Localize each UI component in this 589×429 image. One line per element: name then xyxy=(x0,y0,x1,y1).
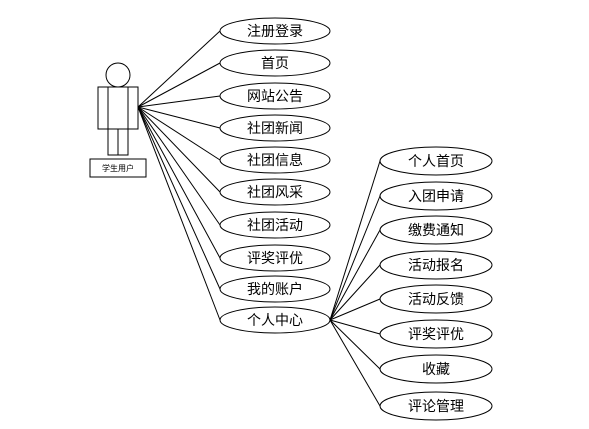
use-case-personal-2-label: 入团申请 xyxy=(408,189,464,205)
use-case-main-1-label: 注册登录 xyxy=(247,24,303,40)
use-case-personal-2-ellipse xyxy=(379,181,493,211)
use-case-main-7-ellipse xyxy=(219,211,331,239)
use-case-personal-5-ellipse xyxy=(379,284,493,314)
actor-body xyxy=(107,86,129,130)
use-case-main-4-ellipse xyxy=(219,114,331,142)
use-case-personal-4-label: 活动报名 xyxy=(408,258,464,274)
actor-to-usecase-line xyxy=(137,95,221,108)
use-case-main-3-label: 网站公告 xyxy=(247,89,303,105)
personal-center-to-subcase-line xyxy=(329,195,381,321)
use-case-main-9: 我的账户 xyxy=(219,275,331,303)
actor-to-usecase-line xyxy=(137,106,221,259)
use-case-main-2-ellipse xyxy=(219,49,331,77)
use-case-main-1: 注册登录 xyxy=(219,17,331,45)
personal-center-to-subcase-line xyxy=(329,319,381,335)
actor-right-arm xyxy=(127,86,139,130)
use-case-personal-4: 活动报名 xyxy=(379,250,493,280)
use-case-main-9-ellipse xyxy=(219,275,331,303)
use-case-main-8-ellipse xyxy=(219,244,331,272)
use-case-main-1-ellipse xyxy=(219,17,331,45)
use-case-personal-7-label: 收藏 xyxy=(422,362,450,378)
use-case-main-2: 首页 xyxy=(219,49,331,77)
use-case-personal-5: 活动反馈 xyxy=(379,284,493,314)
actor-to-usecase-line xyxy=(137,106,221,290)
actor-right-leg xyxy=(117,128,129,156)
actor-student-user: 学生用户 xyxy=(89,62,147,178)
use-case-main-3-ellipse xyxy=(219,82,331,110)
actor-label: 学生用户 xyxy=(102,163,134,173)
use-case-personal-3-ellipse xyxy=(379,215,493,245)
use-case-main-7-label: 社团活动 xyxy=(247,218,303,234)
use-case-main-4: 社团新闻 xyxy=(219,114,331,142)
use-case-personal-6-label: 评奖评优 xyxy=(408,326,464,343)
use-case-main-5: 社团信息 xyxy=(219,146,331,174)
actor-left-leg xyxy=(107,128,119,156)
use-case-main-10-label: 个人中心 xyxy=(247,313,303,329)
personal-center-to-subcase-line xyxy=(329,319,381,370)
actor-to-usecase-line xyxy=(137,106,221,226)
use-case-personal-5-label: 活动反馈 xyxy=(408,292,464,308)
use-case-personal-2: 入团申请 xyxy=(379,181,493,211)
use-case-personal-7-ellipse xyxy=(379,354,493,384)
use-case-main-6: 社团风采 xyxy=(219,178,331,206)
use-case-main-10-ellipse xyxy=(219,306,331,334)
use-case-personal-8: 评论管理 xyxy=(379,391,493,421)
use-case-main-7: 社团活动 xyxy=(219,211,331,239)
use-case-main-5-ellipse xyxy=(219,146,331,174)
use-case-personal-1: 个人首页 xyxy=(379,146,493,176)
use-case-personal-8-ellipse xyxy=(379,391,493,421)
use-case-main-8: 评奖评优 xyxy=(219,244,331,272)
actor-to-usecase-line xyxy=(137,106,221,193)
use-case-main-5-label: 社团信息 xyxy=(247,152,303,169)
use-case-main-4-label: 社团新闻 xyxy=(247,121,303,137)
use-case-personal-6: 评奖评优 xyxy=(379,319,493,349)
use-case-personal-7: 收藏 xyxy=(379,354,493,384)
personal-center-to-subcase-line xyxy=(329,229,381,321)
personal-center-to-subcase-line xyxy=(329,298,381,321)
actor-to-usecase-line xyxy=(137,106,221,321)
use-case-personal-1-ellipse xyxy=(379,146,493,176)
use-case-main-8-label: 评奖评优 xyxy=(247,250,303,267)
actor-head xyxy=(105,62,131,88)
use-case-personal-6-ellipse xyxy=(379,319,493,349)
actor-to-usecase-line xyxy=(137,106,221,129)
personal-center-to-subcase-line xyxy=(329,319,381,407)
use-case-personal-8-label: 评论管理 xyxy=(408,399,464,415)
use-case-main-2-label: 首页 xyxy=(261,56,289,72)
personal-center-to-subcase-line xyxy=(329,264,381,321)
use-case-personal-1-label: 个人首页 xyxy=(408,154,464,170)
actor-left-arm xyxy=(97,86,109,130)
use-case-main-6-label: 社团风采 xyxy=(247,185,303,201)
use-case-main-6-ellipse xyxy=(219,178,331,206)
use-case-personal-3: 缴费通知 xyxy=(379,215,493,245)
use-case-personal-4-ellipse xyxy=(379,250,493,280)
connector-lines xyxy=(137,30,381,407)
actor-to-usecase-line xyxy=(137,62,221,108)
actor-to-usecase-line xyxy=(137,30,221,108)
actor-to-usecase-line xyxy=(137,106,221,161)
use-case-main-3: 网站公告 xyxy=(219,82,331,110)
use-case-personal-3-label: 缴费通知 xyxy=(408,222,464,239)
personal-center-to-subcase-line xyxy=(329,160,381,321)
actor-label-box xyxy=(89,158,147,178)
use-case-main-9-label: 我的账户 xyxy=(247,281,303,298)
use-case-main-10: 个人中心 xyxy=(219,306,331,334)
